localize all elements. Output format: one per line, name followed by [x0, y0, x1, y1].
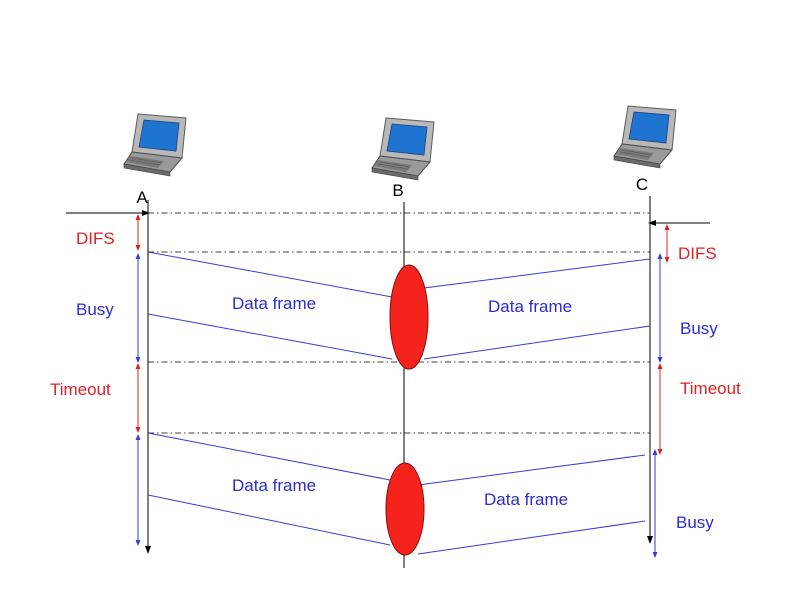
station-a-laptop-icon — [123, 113, 187, 177]
frame-a1-trailing-edge — [147, 313, 393, 360]
frame-a2-trailing-edge — [147, 494, 391, 546]
station-a-label: A — [136, 188, 148, 207]
station-b-laptop-icon — [371, 117, 435, 181]
collision-marker-2 — [385, 462, 425, 556]
frame-a2-label: Data frame — [232, 476, 316, 495]
frame-a1-leading-edge — [147, 251, 393, 298]
a-timeout-label: Timeout — [50, 380, 111, 399]
c-timeout-label: Timeout — [680, 379, 741, 398]
frame-lines — [147, 251, 651, 555]
frame-c1-label: Data frame — [488, 297, 572, 316]
station-b-label: B — [392, 181, 403, 200]
frame-c1-leading-edge — [423, 258, 651, 289]
c-busy-2-label: Busy — [676, 513, 714, 532]
frame-a1-label: Data frame — [232, 294, 316, 313]
frame-c2-label: Data frame — [484, 490, 568, 509]
frame-c1-trailing-edge — [423, 325, 651, 360]
time-reference-lines — [148, 212, 650, 434]
c-difs-label: DIFS — [678, 244, 717, 263]
a-difs-label: DIFS — [76, 229, 115, 248]
a-busy-label: Busy — [76, 300, 114, 319]
c-busy-label: Busy — [680, 319, 718, 338]
frame-c2-leading-edge — [417, 454, 646, 486]
collision-marker-1 — [389, 264, 429, 370]
station-c-label: C — [636, 175, 648, 194]
frame-c2-trailing-edge — [417, 520, 646, 555]
frame-a2-leading-edge — [147, 432, 391, 481]
station-c-laptop-icon — [613, 105, 677, 169]
